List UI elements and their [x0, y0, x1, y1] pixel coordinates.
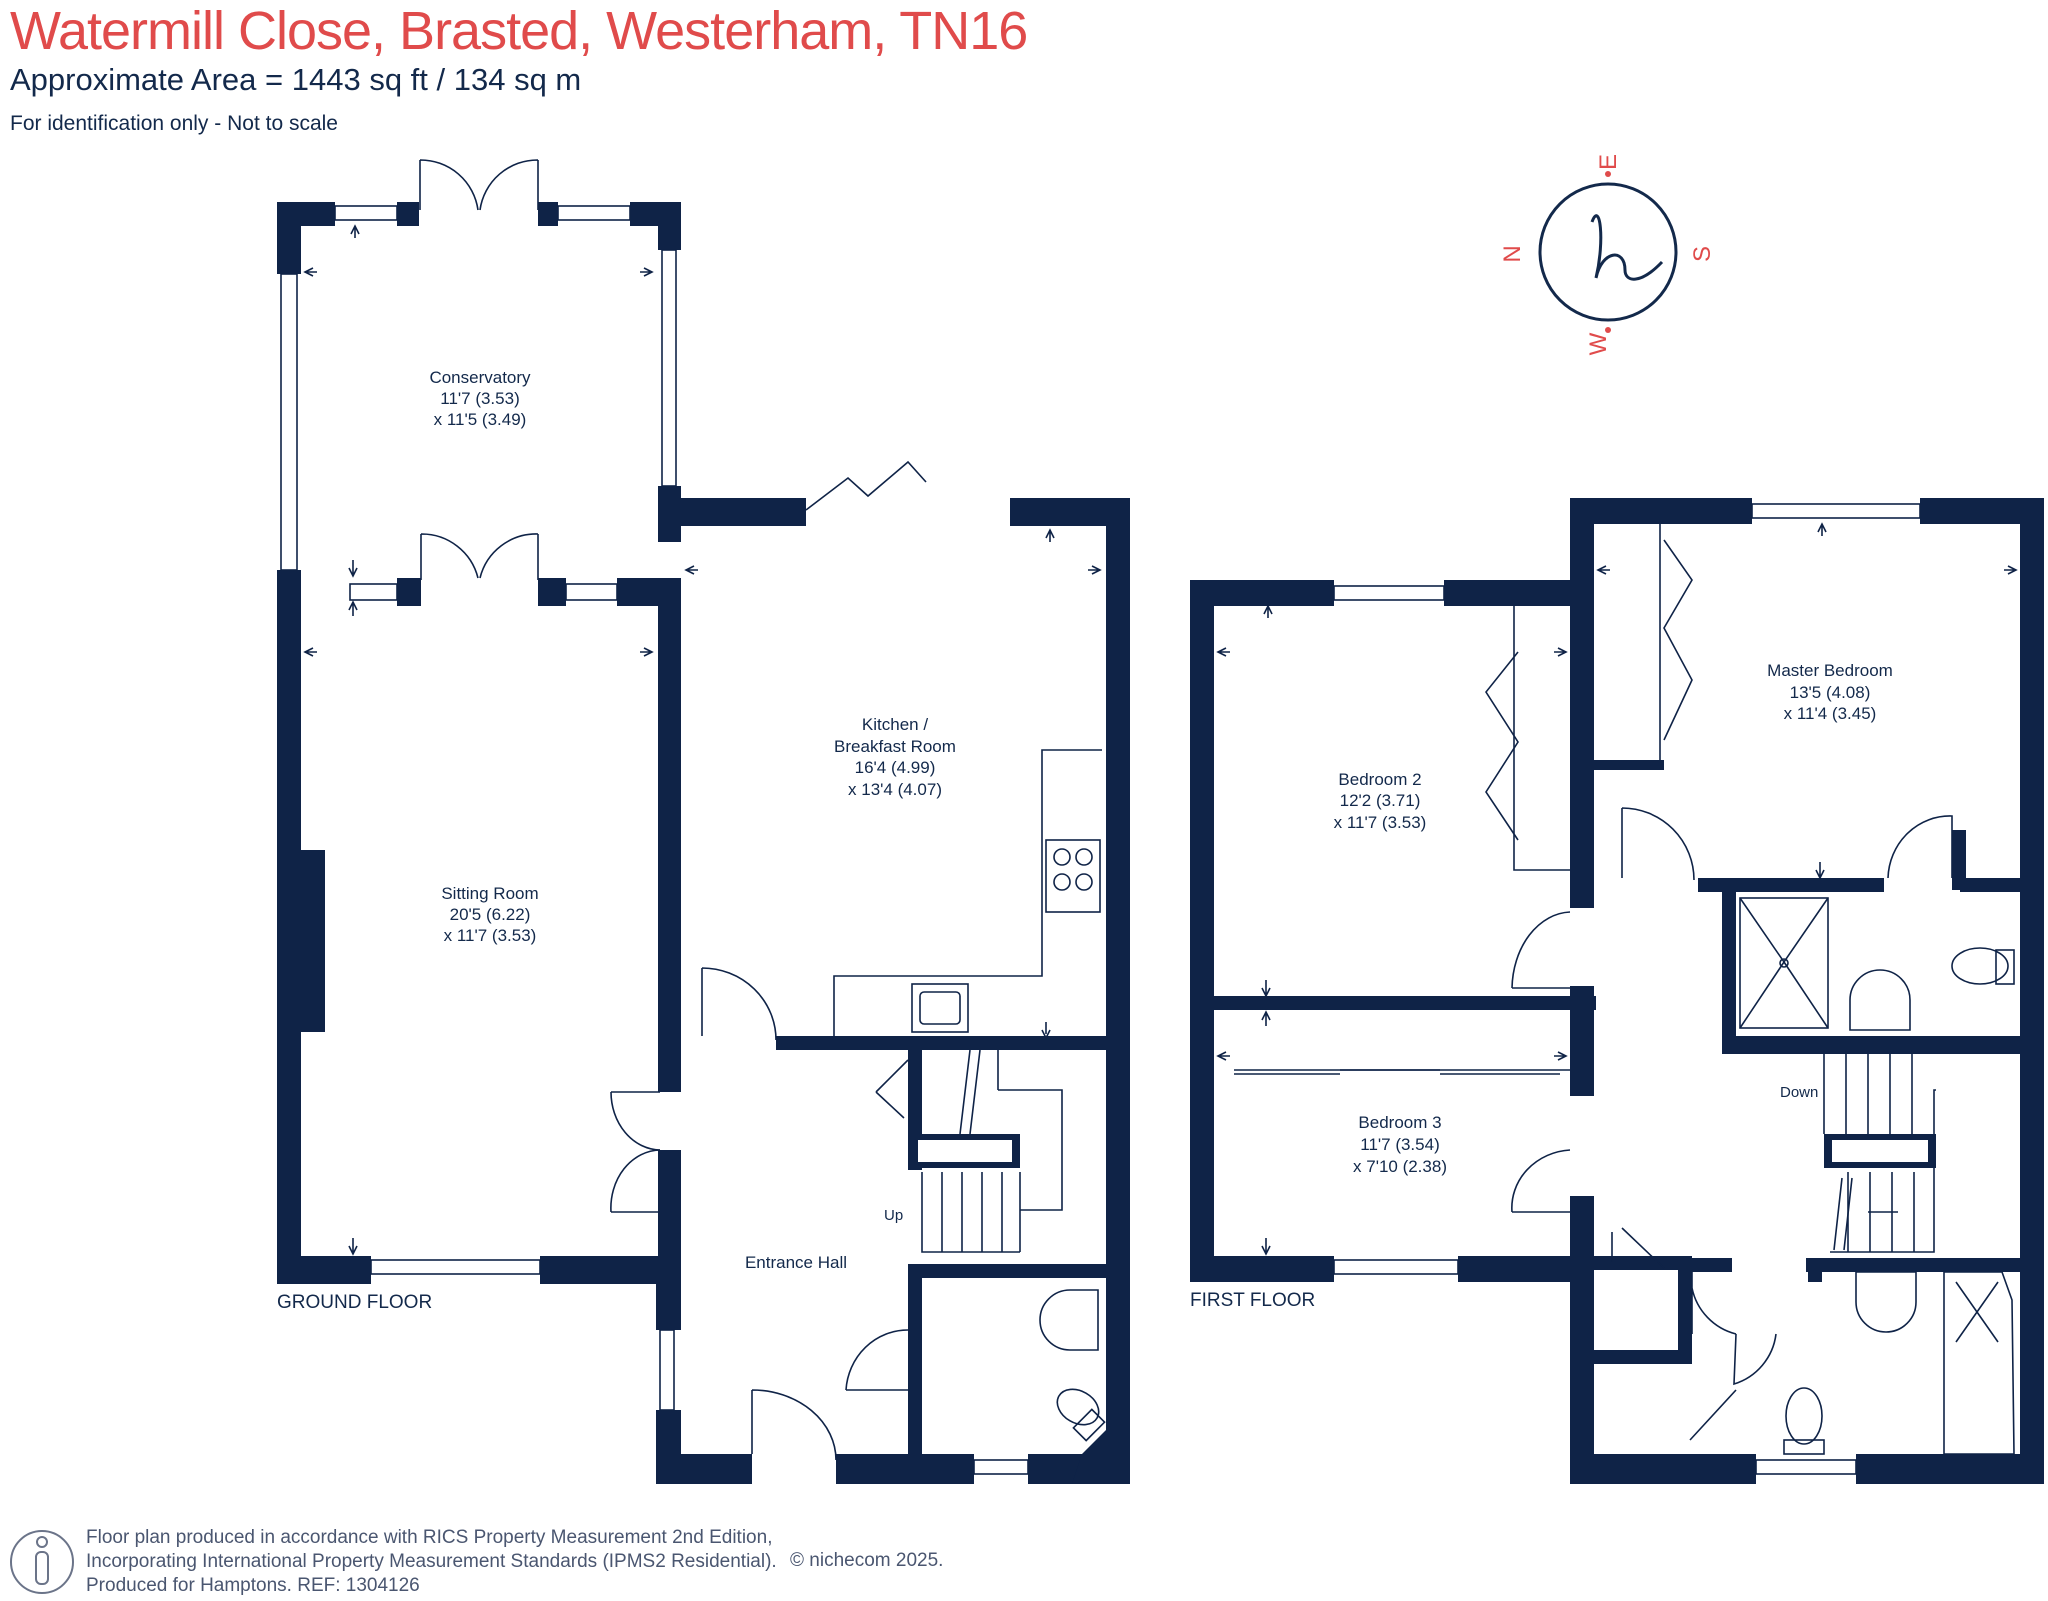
ground-floor-doors [419, 159, 927, 1461]
svg-text:x 11'5 (3.49): x 11'5 (3.49) [434, 410, 527, 429]
bathroom-toilet-icon [1785, 1387, 1823, 1445]
svg-text:x 13'4 (4.07): x 13'4 (4.07) [848, 780, 942, 799]
basin-icon [1849, 969, 1911, 1031]
identification-note: For identification only - Not to scale [10, 112, 338, 135]
footer-line-2: Incorporating International Property Mea… [86, 1551, 777, 1572]
first-floor-windows [1333, 503, 1921, 1475]
ground-floor-windows [280, 205, 1029, 1475]
person-icon [10, 1530, 74, 1594]
svg-text:x 11'4 (3.45): x 11'4 (3.45) [1784, 704, 1877, 723]
ground-wc-fixtures [1039, 1289, 1106, 1442]
bathroom-fixtures [1739, 897, 2015, 1455]
first-floor-stairs [1823, 1050, 1936, 1253]
svg-text:Sitting Room: Sitting Room [441, 884, 538, 903]
ensuite-basin-icon [1855, 1271, 1917, 1333]
svg-text:11'7 (3.53): 11'7 (3.53) [440, 389, 519, 408]
entrance-hall-label: Entrance Hall [745, 1253, 847, 1272]
compass-icon: N E S W [1499, 154, 1716, 355]
conservatory-label: Conservatory 11'7 (3.53) x 11'5 (3.49) [429, 368, 531, 429]
ground-floor-walls [277, 202, 1130, 1484]
svg-text:13'5 (4.08): 13'5 (4.08) [1790, 683, 1871, 702]
shower-icon [1739, 897, 1829, 1029]
svg-text:Master Bedroom: Master Bedroom [1767, 661, 1893, 680]
ground-floor-stairs [910, 1049, 1063, 1253]
bedroom-2-label: Bedroom 2 12'2 (3.71) x 11'7 (3.53) [1334, 770, 1427, 832]
svg-text:12'2 (3.71): 12'2 (3.71) [1340, 791, 1421, 810]
first-floor-walls [1190, 498, 2044, 1484]
svg-text:Kitchen /: Kitchen / [862, 715, 928, 734]
svg-text:Bedroom 2: Bedroom 2 [1338, 770, 1421, 789]
compass-west: W [1585, 332, 1612, 355]
ground-floor-label: GROUND FLOOR [277, 1292, 432, 1313]
compass-south: S [1689, 246, 1716, 262]
dimension-arrows-ground [303, 224, 1102, 1256]
approximate-area: Approximate Area = 1443 sq ft / 134 sq m [10, 62, 582, 97]
first-floor-label: FIRST FLOOR [1190, 1290, 1315, 1311]
dimension-arrows-first [1216, 522, 2018, 1256]
bath-icon [1943, 1271, 2015, 1455]
master-bedroom-label: Master Bedroom 13'5 (4.08) x 11'4 (3.45) [1767, 661, 1893, 723]
compass-north: N [1499, 245, 1526, 262]
first-floor-wardrobes [1234, 524, 1693, 1075]
sitting-room-label: Sitting Room 20'5 (6.22) x 11'7 (3.53) [441, 884, 538, 945]
svg-text:11'7 (3.54): 11'7 (3.54) [1360, 1135, 1439, 1154]
copyright: © nichecom 2025. [790, 1550, 944, 1571]
svg-text:x 7'10 (2.38): x 7'10 (2.38) [1353, 1157, 1447, 1176]
svg-text:Conservatory: Conservatory [429, 368, 531, 387]
svg-text:x 11'7 (3.53): x 11'7 (3.53) [1334, 813, 1427, 832]
svg-text:20'5 (6.22): 20'5 (6.22) [450, 905, 531, 924]
compass-east: E [1595, 154, 1622, 170]
toilet-icon [1951, 947, 2009, 985]
svg-text:x 11'7 (3.53): x 11'7 (3.53) [444, 926, 537, 945]
hob-icon [1045, 839, 1101, 913]
property-title: Watermill Close, Brasted, Westerham, TN1… [10, 1, 1028, 61]
footer-line-1: Floor plan produced in accordance with R… [86, 1527, 773, 1548]
kitchen-label: Kitchen / Breakfast Room 16'4 (4.99) x 1… [834, 715, 956, 799]
stairs-up-label: Up [884, 1207, 903, 1224]
kitchen-fixtures [833, 749, 1102, 1036]
bedroom-3-label: Bedroom 3 11'7 (3.54) x 7'10 (2.38) [1353, 1113, 1447, 1176]
kitchen-sink-icon [911, 983, 969, 1033]
svg-text:16'4 (4.99): 16'4 (4.99) [855, 758, 936, 777]
footer-notes: Floor plan produced in accordance with R… [86, 1526, 777, 1598]
svg-text:Breakfast Room: Breakfast Room [834, 737, 956, 756]
footer-line-3: Produced for Hamptons. REF: 1304126 [86, 1575, 420, 1596]
first-floor-doors [1511, 807, 1953, 1441]
stairs-down-label: Down [1780, 1084, 1818, 1101]
svg-text:Bedroom 3: Bedroom 3 [1358, 1113, 1441, 1132]
